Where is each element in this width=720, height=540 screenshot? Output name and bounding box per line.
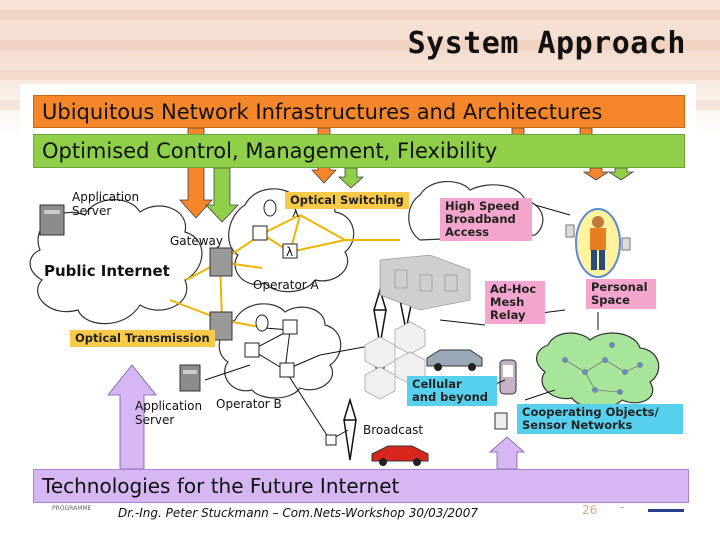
operator-b-label: Operator B [216, 397, 282, 411]
sensor-network-links [562, 342, 643, 395]
car-icon-red [371, 445, 429, 466]
page-number: 26 [582, 503, 598, 517]
city-buildings-icon [379, 254, 471, 311]
optical-transmission-box: Optical Transmission [70, 330, 215, 347]
router-icons [244, 199, 337, 446]
application-server-bottom-label: Application Server [135, 399, 203, 427]
page-dot: - [620, 500, 625, 514]
server-icon [39, 204, 233, 392]
mobile-phone-icon [499, 359, 517, 395]
gateway-label: Gateway [170, 234, 224, 248]
sensor-device-icon [494, 412, 508, 430]
footer-text: Dr.-Ing. Peter Stuckmann – Com.Nets-Work… [118, 506, 478, 520]
operator-b-cloud [218, 303, 342, 399]
slide-title: System Approach [407, 26, 686, 61]
personal-space-person-icon [565, 208, 631, 278]
broadcast-label: Broadcast [363, 423, 424, 437]
optical-switching-box: Optical Switching [285, 192, 409, 209]
application-server-top-label: Application Server [72, 190, 140, 218]
layer-control-bar: Optimised Control, Management, Flexibili… [33, 134, 685, 168]
public-internet-cloud [29, 199, 203, 325]
operator-a-label: Operator A [253, 278, 319, 292]
sensor-network-cloud [536, 332, 660, 409]
lambda-symbol-1: λ [292, 206, 300, 220]
layer-technologies-bar: Technologies for the Future Internet [33, 469, 689, 503]
lambda-symbol-2: λ [286, 245, 294, 259]
up-arrows [107, 364, 526, 470]
footer-accent-line [648, 509, 684, 512]
cooperating-objects-box: Cooperating Objects/Sensor Networks [517, 404, 683, 434]
car-icon-silver [426, 349, 483, 371]
public-internet-label: Public Internet [44, 262, 170, 280]
footer-logo: PROGRAMME [52, 505, 92, 512]
layer-infrastructure-bar: Ubiquitous Network Infrastructures and A… [33, 95, 685, 128]
cellular-hex-cells [364, 321, 426, 400]
